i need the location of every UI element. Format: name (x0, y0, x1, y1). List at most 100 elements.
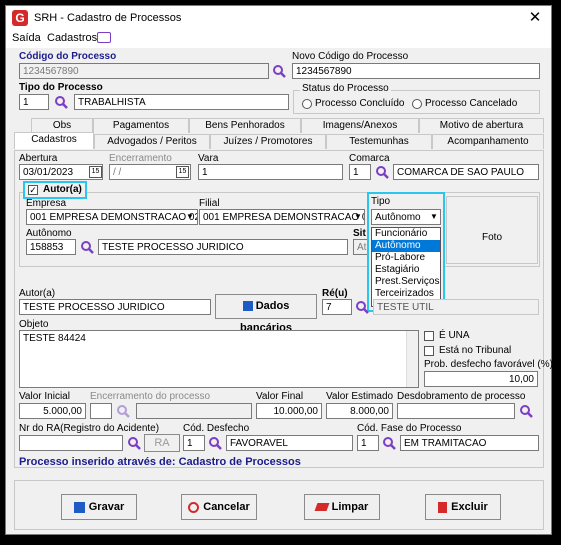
abertura-field[interactable]: 03/01/2023 (19, 164, 103, 180)
vara-label: Vara (198, 153, 219, 164)
tab-motivo-abertura[interactable]: Motivo de abertura (419, 118, 544, 133)
tab-cadastros[interactable]: Cadastros (14, 132, 94, 149)
reu-label: Ré(u) (322, 288, 348, 299)
tab-pagamentos[interactable]: Pagamentos (93, 118, 189, 133)
status-cancelado-radio[interactable] (412, 99, 422, 109)
save-icon (73, 501, 85, 513)
tipo-option[interactable]: Pró-Labore (375, 252, 426, 263)
window-title: SRH - Cadastro de Processos (34, 12, 182, 24)
autonomo-label: Autônomo (26, 228, 72, 239)
desdobramento-label: Desdobramento de processo (397, 391, 526, 402)
tab-acompanhamento[interactable]: Acompanhamento (432, 134, 544, 149)
valor-estimado-field[interactable]: 8.000,00 (326, 403, 393, 419)
cod-fase-search-icon[interactable] (382, 436, 396, 450)
dados-bancarios-button[interactable]: Dados bancários (215, 294, 317, 334)
gravar-label: Gravar (88, 501, 125, 513)
empresa-dropdown-icon[interactable]: ▼ (186, 212, 194, 221)
abertura-label: Abertura (19, 153, 58, 164)
save-disk-icon (242, 301, 253, 312)
tipo-processo-search-icon[interactable] (54, 95, 68, 109)
vara-field[interactable]: 1 (198, 164, 343, 180)
button-bar (14, 480, 544, 530)
cod-desfecho-code[interactable]: 1 (183, 435, 205, 451)
tab-obs[interactable]: Obs (31, 118, 93, 133)
limpar-label: Limpar (331, 501, 369, 513)
valor-final-label: Valor Final (256, 391, 304, 402)
tab-testemunhas[interactable]: Testemunhas (326, 134, 432, 149)
e-una-checkbox[interactable] (424, 331, 434, 341)
reu-code[interactable]: 7 (322, 299, 352, 315)
tab-advogados-peritos[interactable]: Advogados / Peritos (94, 134, 210, 149)
autor-field[interactable]: TESTE PROCESSO JURIDICO (19, 299, 211, 315)
limpar-button[interactable]: Limpar (304, 494, 380, 520)
reu-name-text: TESTE UTIL (377, 302, 434, 313)
comarca-search-icon[interactable] (375, 165, 389, 179)
tab-juizes-promotores[interactable]: Juízes / Promotores (210, 134, 326, 149)
ra-button[interactable]: RA (144, 434, 180, 452)
valor-inicial-field[interactable]: 5.000,00 (19, 403, 86, 419)
tipo-option[interactable]: Estagiário (375, 264, 420, 275)
foto-box (446, 196, 538, 264)
status-concluido-label: Processo Concluído (315, 98, 405, 109)
nr-ra-field[interactable] (19, 435, 123, 451)
filial-dropdown-icon[interactable]: ▼ (354, 212, 362, 221)
comarca-code[interactable]: 1 (349, 164, 371, 180)
encerramento-calendar-icon[interactable]: 15 (176, 166, 189, 178)
enc-processo-code[interactable] (90, 403, 112, 419)
enc-processo-name (136, 403, 252, 419)
nr-ra-search-icon[interactable] (127, 436, 141, 450)
tipo-options-list: Funcionário Autônomo Pró-Labore Estagiár… (371, 227, 441, 307)
novo-codigo-field[interactable]: 1234567890 (292, 63, 540, 79)
objeto-scrollbar[interactable] (406, 331, 418, 387)
tipo-dropdown-icon[interactable]: ▼ (430, 212, 438, 221)
encerramento-label: Encerramento (109, 153, 172, 164)
tipo-option[interactable]: Terceirizados (375, 288, 434, 299)
cancelar-button[interactable]: Cancelar (181, 494, 257, 520)
enc-processo-search-icon[interactable] (116, 404, 130, 418)
tribunal-checkbox[interactable] (424, 346, 434, 356)
prob-label: Prob. desfecho favorável (%) (424, 359, 553, 370)
autor-group (19, 192, 540, 267)
autor-checkbox[interactable]: ✓ (28, 185, 38, 195)
gravar-button[interactable]: Gravar (61, 494, 137, 520)
menu-cadastros[interactable]: Cadastros (47, 32, 98, 44)
valor-estimado-label: Valor Estimado (326, 391, 394, 402)
cod-desfecho-name: FAVORAVEL (226, 435, 353, 451)
autonomo-code[interactable]: 158853 (26, 239, 76, 255)
abertura-calendar-icon[interactable]: 15 (89, 166, 102, 178)
objeto-textarea[interactable]: TESTE 84424 (19, 330, 419, 388)
excluir-button[interactable]: Excluir (425, 494, 501, 520)
prob-field[interactable]: 10,00 (424, 371, 538, 387)
tipo-option[interactable]: Funcionário (375, 228, 428, 239)
menu-bar: Saída Cadastros (6, 30, 551, 48)
encerramento-field[interactable]: / / (109, 164, 191, 180)
empresa-select[interactable]: 001 EMPRESA DEMONSTRACAO 02 (26, 209, 198, 225)
tab-bens-penhorados[interactable]: Bens Penhorados (189, 118, 301, 133)
valor-final-field[interactable]: 10.000,00 (256, 403, 322, 419)
tab-imagens-anexos[interactable]: Imagens/Anexos (301, 118, 419, 133)
tipo-processo-name: TRABALHISTA (74, 94, 289, 110)
eraser-icon (314, 503, 330, 512)
cod-fase-code[interactable]: 1 (357, 435, 379, 451)
close-button[interactable]: ✕ (528, 9, 542, 26)
tipo-option[interactable]: Prest.Serviços (375, 276, 440, 287)
cod-desfecho-search-icon[interactable] (208, 436, 222, 450)
status-label: Status do Processo (300, 83, 391, 94)
autonomo-search-icon[interactable] (80, 240, 94, 254)
status-concluido-radio[interactable] (302, 99, 312, 109)
filial-label: Filial (199, 198, 220, 209)
filial-select[interactable]: 001 EMPRESA DEMONSTRACAO 02 (199, 209, 365, 225)
codigo-field[interactable]: 1234567890 (19, 63, 269, 79)
objeto-label: Objeto (19, 319, 49, 330)
tipo-option-selected[interactable]: Autônomo (372, 240, 440, 252)
tipo-processo-code[interactable]: 1 (19, 94, 49, 110)
menu-saida[interactable]: Saída (12, 32, 41, 44)
desdobramento-field[interactable] (397, 403, 515, 419)
reu-search-icon[interactable] (355, 300, 369, 314)
tribunal-label: Está no Tribunal (439, 345, 512, 356)
tipo-select[interactable]: Autônomo (371, 209, 441, 225)
desdobramento-search-icon[interactable] (519, 404, 533, 418)
chat-icon[interactable] (97, 32, 111, 43)
codigo-search-icon[interactable] (272, 64, 286, 78)
title-bar: G SRH - Cadastro de Processos ✕ (6, 6, 551, 30)
